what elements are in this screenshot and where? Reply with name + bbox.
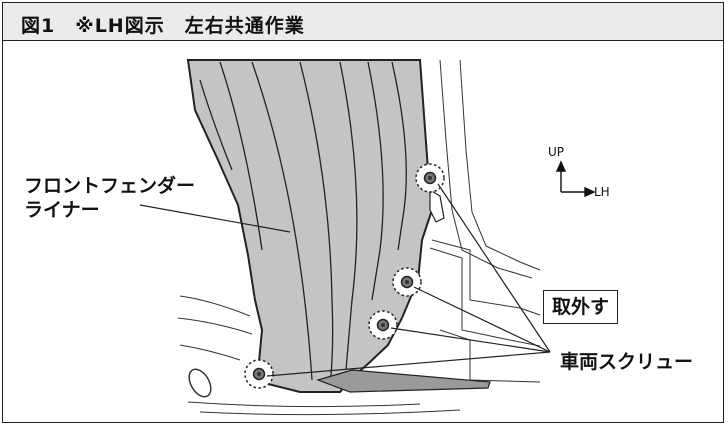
figure-title: 図1 ※LH図示 左右共通作業 [21,15,305,37]
screw-2 [392,267,422,297]
screw-4 [244,359,274,389]
title-bar: 図1 ※LH図示 左右共通作業 [3,3,723,41]
fender-liner [186,59,434,393]
axis-lh-label: LH [594,185,610,199]
part-name-line1: フロントフェンダー [24,175,196,197]
body-hole [188,368,212,398]
liner-contours [199,61,407,386]
action-remove-box: 取外す [543,290,619,324]
part-name-label: フロントフェンダー ライナー [24,174,195,222]
screw-3 [368,310,398,340]
screw-label: 車両スクリュー [560,351,694,373]
leader-lines [139,183,551,377]
screw-1 [415,163,445,193]
part-name-line2: ライナー [24,199,100,221]
vehicle-body-lines [177,59,541,416]
orientation-indicator [555,160,596,198]
liner-lower-flange [316,369,491,393]
axis-up-label: UP [548,145,565,159]
liner-tab [429,188,445,223]
